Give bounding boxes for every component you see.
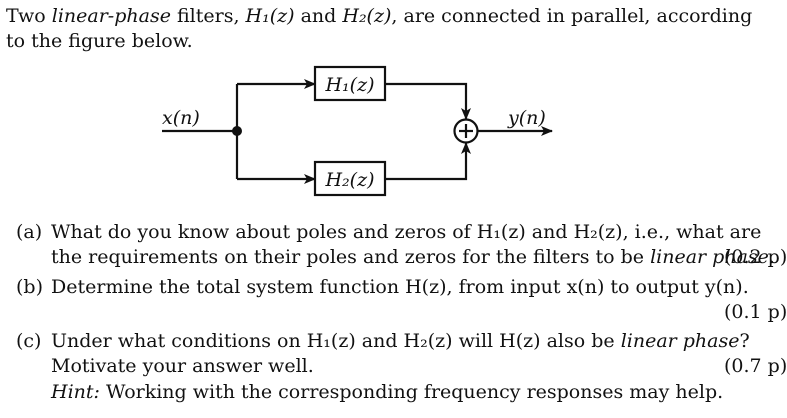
h1-block-label: H₁(z) <box>324 74 374 96</box>
question-text: the requirements on their poles and zero… <box>51 246 775 268</box>
question-c: (c) Under what conditions on H₁(z) and H… <box>0 329 787 409</box>
intro-text: and <box>294 5 343 27</box>
h2-block-label: H₂(z) <box>324 169 374 191</box>
points-badge: (0.7 p) <box>724 355 787 377</box>
hint-text: Hint: Working with the corresponding fre… <box>51 381 724 403</box>
block-diagram: x(n) y(n) H₁(z) H₂(z) <box>162 65 553 197</box>
output-label: y(n) <box>507 107 546 129</box>
intro-emphasis: linear-phase <box>51 5 171 27</box>
intro-h2: H₂(z) <box>342 5 392 27</box>
intro-text: Two <box>6 5 52 27</box>
question-a: (a) What do you know about poles and zer… <box>0 220 787 272</box>
intro-text: to the figure below. <box>6 30 193 52</box>
intro-text: , are connected in parallel, according <box>391 5 753 27</box>
upper-branch-output-line <box>385 82 471 120</box>
problem-intro: Two linear-phase filters, H₁(z) and H₂(z… <box>6 4 776 54</box>
intro-h1: H₁(z) <box>245 5 295 27</box>
branch-point-dot <box>232 126 242 136</box>
question-text: Determine the total system function H(z)… <box>51 276 749 298</box>
question-text: What do you know about poles and zeros o… <box>51 221 762 243</box>
points-badge: (0.2 p) <box>724 246 787 268</box>
question-text: Motivate your answer well. <box>51 355 314 377</box>
question-label: (a) <box>16 221 43 243</box>
question-text: Under what conditions on H₁(z) and H₂(z)… <box>51 330 750 352</box>
adder-node <box>453 118 479 144</box>
question-b: (b) Determine the total system function … <box>0 275 787 327</box>
question-label: (c) <box>16 330 42 352</box>
input-label: x(n) <box>162 107 200 129</box>
intro-text: filters, <box>170 5 246 27</box>
question-label: (b) <box>16 276 43 298</box>
lower-branch-output-line <box>385 142 471 181</box>
points-badge: (0.1 p) <box>724 301 787 323</box>
